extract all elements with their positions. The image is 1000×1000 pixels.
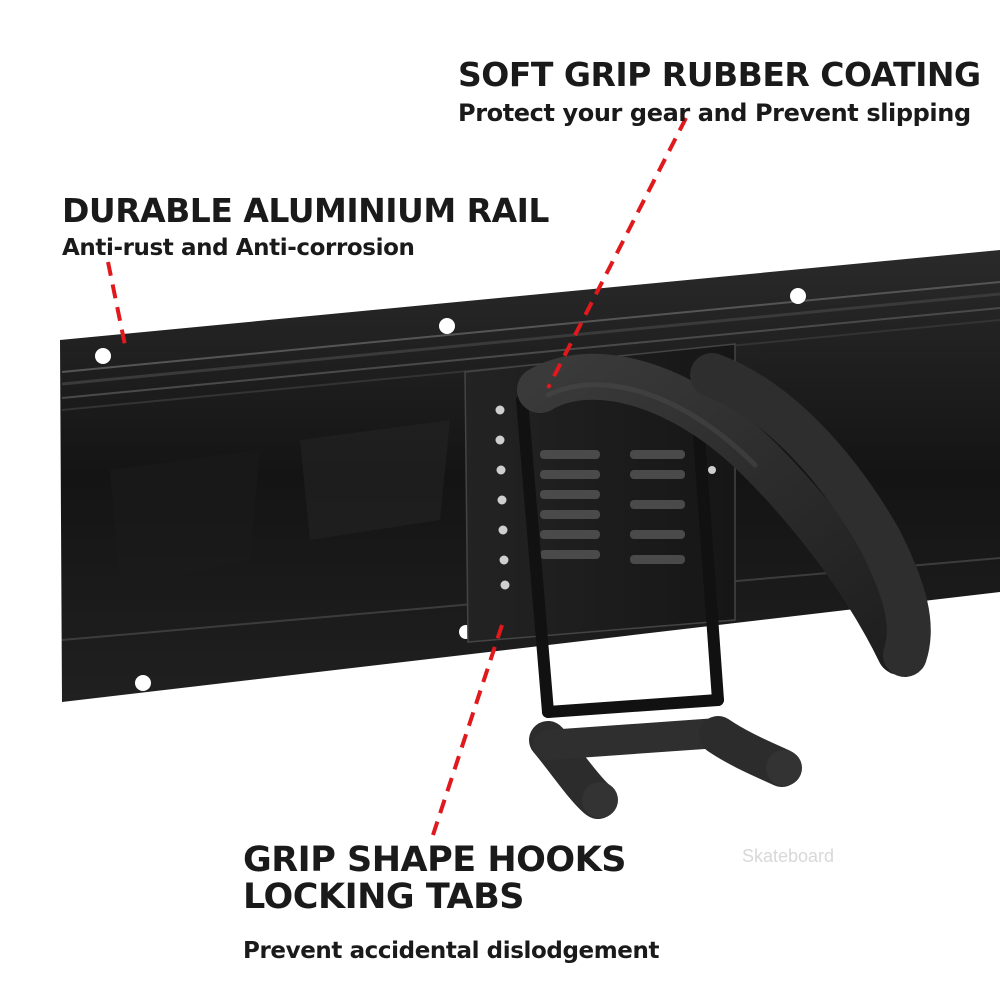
mounting-hole [135, 675, 151, 691]
leader-line-hooks [430, 624, 504, 839]
mounting-hole [439, 318, 455, 334]
callout-soft-grip: SOFT GRIP RUBBER COATING Protect your ge… [458, 55, 981, 127]
rubber-coated-hook [517, 353, 931, 677]
callout-soft-grip-subtitle: Protect your gear and Prevent slipping [458, 98, 971, 127]
watermark: Skateboard [742, 846, 835, 866]
callout-hooks-title-line1: GRIP SHAPE HOOKS [243, 840, 627, 880]
callout-hooks-subtitle: Prevent accidental dislodgement [243, 937, 660, 964]
mounting-hole [790, 288, 806, 304]
callout-hooks-title-line2: LOCKING TABS [243, 876, 524, 917]
leader-line-soft-grip [546, 117, 688, 389]
grip-shape-hooks [529, 716, 802, 819]
callout-hooks: GRIP SHAPE HOOKS LOCKING TABS Prevent ac… [243, 842, 659, 964]
callout-rail: DURABLE ALUMINIUM RAIL Anti-rust and Ant… [62, 191, 549, 261]
leader-line-rail [106, 261, 128, 351]
leader-lines [106, 117, 688, 839]
callout-rail-subtitle: Anti-rust and Anti-corrosion [62, 234, 415, 261]
callout-soft-grip-title: SOFT GRIP RUBBER COATING [458, 55, 981, 94]
mounting-hole [95, 348, 111, 364]
callout-rail-title: DURABLE ALUMINIUM RAIL [62, 191, 549, 230]
